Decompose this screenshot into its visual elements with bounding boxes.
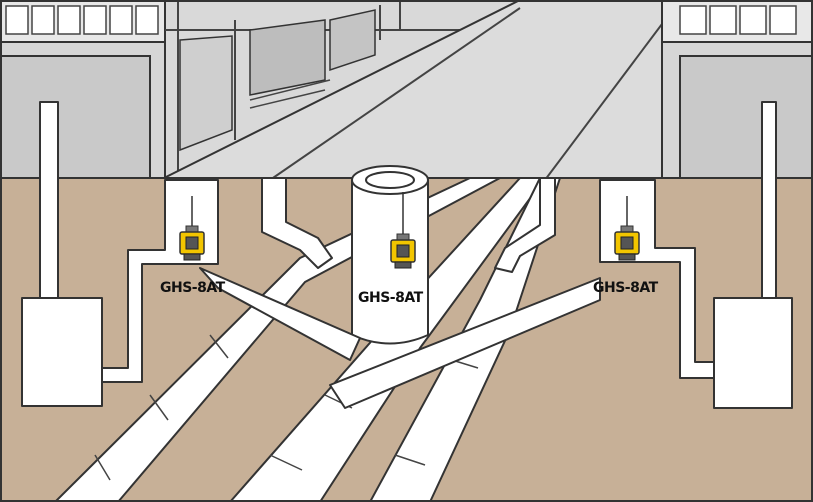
street-drain-left — [261, 177, 333, 269]
branch-pipe-right-connector — [329, 277, 601, 409]
gas-sensor-center: GHS-8AT — [358, 192, 424, 306]
right-vent-pipe — [761, 101, 777, 299]
right-building — [661, 0, 813, 181]
street-scene — [0, 0, 813, 181]
underground-pipes — [21, 101, 793, 502]
street-curb-line — [269, 7, 521, 181]
street-drain-right — [494, 177, 556, 273]
gas-sensor-left: GHS-8AT — [160, 196, 226, 296]
left-building — [0, 0, 171, 181]
main-pipe-left — [54, 177, 501, 502]
sensor-label-center: GHS-8AT — [358, 290, 424, 306]
street-lane-line — [544, 19, 666, 181]
sensor-label-left: GHS-8AT — [160, 280, 226, 296]
left-vent-pipe — [39, 101, 59, 299]
manhole-shaft — [351, 179, 429, 345]
branch-pipe-left-connector — [199, 267, 361, 361]
left-sump-tank — [21, 297, 103, 407]
right-sump-tank — [713, 297, 793, 409]
gas-sensor-right: GHS-8AT — [593, 196, 659, 296]
sensor-label-right: GHS-8AT — [593, 280, 659, 296]
